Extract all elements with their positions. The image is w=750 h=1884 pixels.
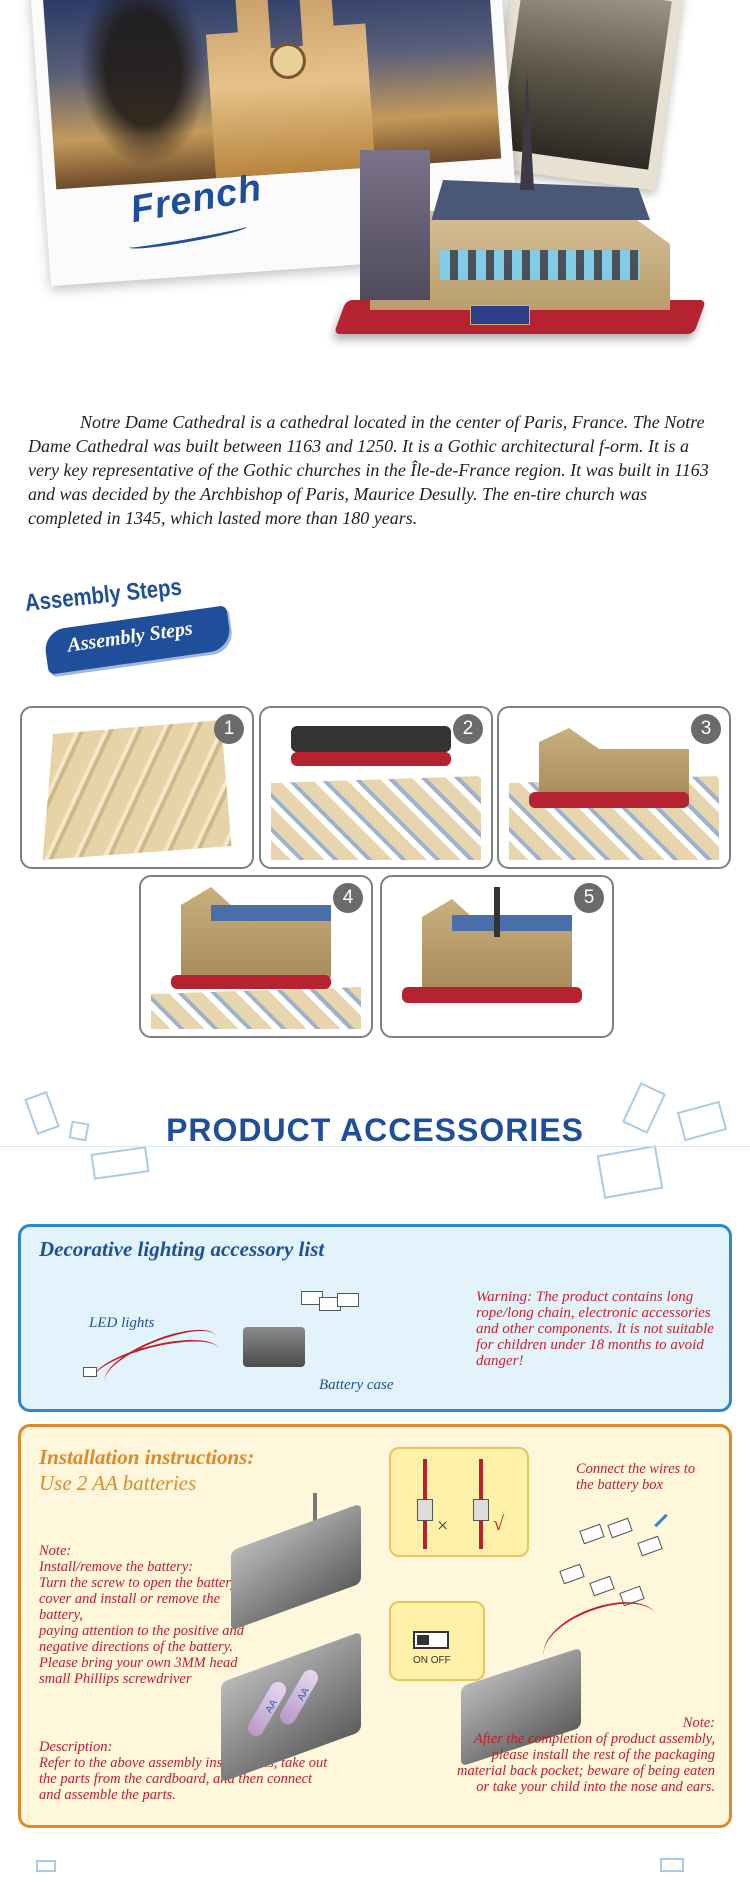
step-4-base bbox=[171, 975, 331, 989]
on-off-label: ON OFF bbox=[413, 1655, 451, 1666]
step-card-3: 3 bbox=[497, 706, 731, 869]
step-2-image bbox=[271, 776, 481, 860]
installation-subtitle: Use 2 AA batteries bbox=[39, 1471, 197, 1495]
switch-icon bbox=[413, 1631, 449, 1649]
wrong-mark-icon: × bbox=[437, 1515, 449, 1537]
model-plaque bbox=[470, 305, 530, 325]
switch-callout: ON OFF bbox=[389, 1601, 485, 1681]
accessories-divider bbox=[0, 1146, 750, 1147]
step-1-image bbox=[42, 720, 232, 860]
step-number: 5 bbox=[574, 883, 604, 913]
lighting-title: Decorative lighting accessory list bbox=[39, 1237, 325, 1261]
led-lights-label: LED lights bbox=[89, 1315, 155, 1331]
step-card-5: 5 bbox=[380, 875, 614, 1038]
led-connector bbox=[83, 1367, 97, 1377]
model-tower bbox=[360, 150, 430, 300]
step-card-4: 4 bbox=[139, 875, 373, 1038]
battery-case-label: Battery case bbox=[319, 1377, 394, 1393]
connector-plug bbox=[559, 1563, 585, 1585]
warning-text: Warning: The product contains long rope/… bbox=[476, 1289, 714, 1369]
battery-case-image bbox=[243, 1327, 305, 1367]
connector-plug bbox=[637, 1535, 663, 1557]
installation-title: Installation instructions: bbox=[39, 1445, 255, 1469]
puzzle-deco bbox=[596, 1145, 664, 1199]
step-number: 1 bbox=[214, 714, 244, 744]
install-note-right: Note: After the completion of product as… bbox=[457, 1715, 715, 1795]
installation-box: Installation instructions: Use 2 AA batt… bbox=[18, 1424, 732, 1828]
step-3-base bbox=[529, 792, 689, 808]
step-3-build bbox=[539, 728, 689, 798]
connector-plug bbox=[579, 1523, 605, 1545]
battery-connector bbox=[337, 1293, 359, 1307]
connector-plug bbox=[607, 1517, 633, 1539]
assembly-steps-badge: Assembly Steps Assembly Steps bbox=[24, 574, 235, 680]
cathedral-3d-model bbox=[330, 70, 710, 350]
step-number: 2 bbox=[453, 714, 483, 744]
connector-icon bbox=[417, 1499, 433, 1521]
step-4-build bbox=[181, 887, 331, 977]
assembly-title-top: Assembly Steps bbox=[23, 573, 184, 617]
hero-banner: French bbox=[0, 0, 750, 380]
step-number: 4 bbox=[333, 883, 363, 913]
step-4-image bbox=[151, 987, 361, 1029]
accessories-title: PRODUCT ACCESSORIES bbox=[166, 1112, 584, 1148]
arrow-icon bbox=[654, 1513, 668, 1528]
puzzle-deco bbox=[90, 1146, 150, 1180]
step-2-base bbox=[291, 752, 451, 766]
wire-join-callout: × √ bbox=[389, 1447, 529, 1557]
step-card-2: 2 bbox=[259, 706, 493, 869]
connector-icon bbox=[473, 1499, 489, 1521]
step-5-base bbox=[402, 987, 582, 1003]
model-roof bbox=[431, 180, 650, 220]
step-2-base-top bbox=[291, 726, 451, 752]
connect-wires-text: Connect the wires to the battery box bbox=[576, 1461, 696, 1493]
screw-icon bbox=[313, 1493, 317, 1527]
puzzle-deco bbox=[660, 1858, 684, 1872]
puzzle-deco bbox=[36, 1860, 56, 1872]
model-led-glow bbox=[440, 250, 640, 280]
step-card-1: 1 bbox=[20, 706, 254, 869]
install-note-left: Note: Install/remove the battery: Turn t… bbox=[39, 1543, 262, 1687]
tree-silhouette bbox=[63, 0, 226, 189]
connector-plug bbox=[589, 1575, 615, 1597]
step-5-spire bbox=[494, 887, 500, 937]
step-number: 3 bbox=[691, 714, 721, 744]
battery-box-cover bbox=[231, 1503, 361, 1631]
lighting-accessory-box: Decorative lighting accessory list LED l… bbox=[18, 1224, 732, 1412]
intro-paragraph: Notre Dame Cathedral is a cathedral loca… bbox=[28, 412, 709, 528]
step-4-roof bbox=[211, 905, 331, 921]
step-5-roof bbox=[452, 915, 572, 931]
right-mark-icon: √ bbox=[493, 1513, 504, 1535]
